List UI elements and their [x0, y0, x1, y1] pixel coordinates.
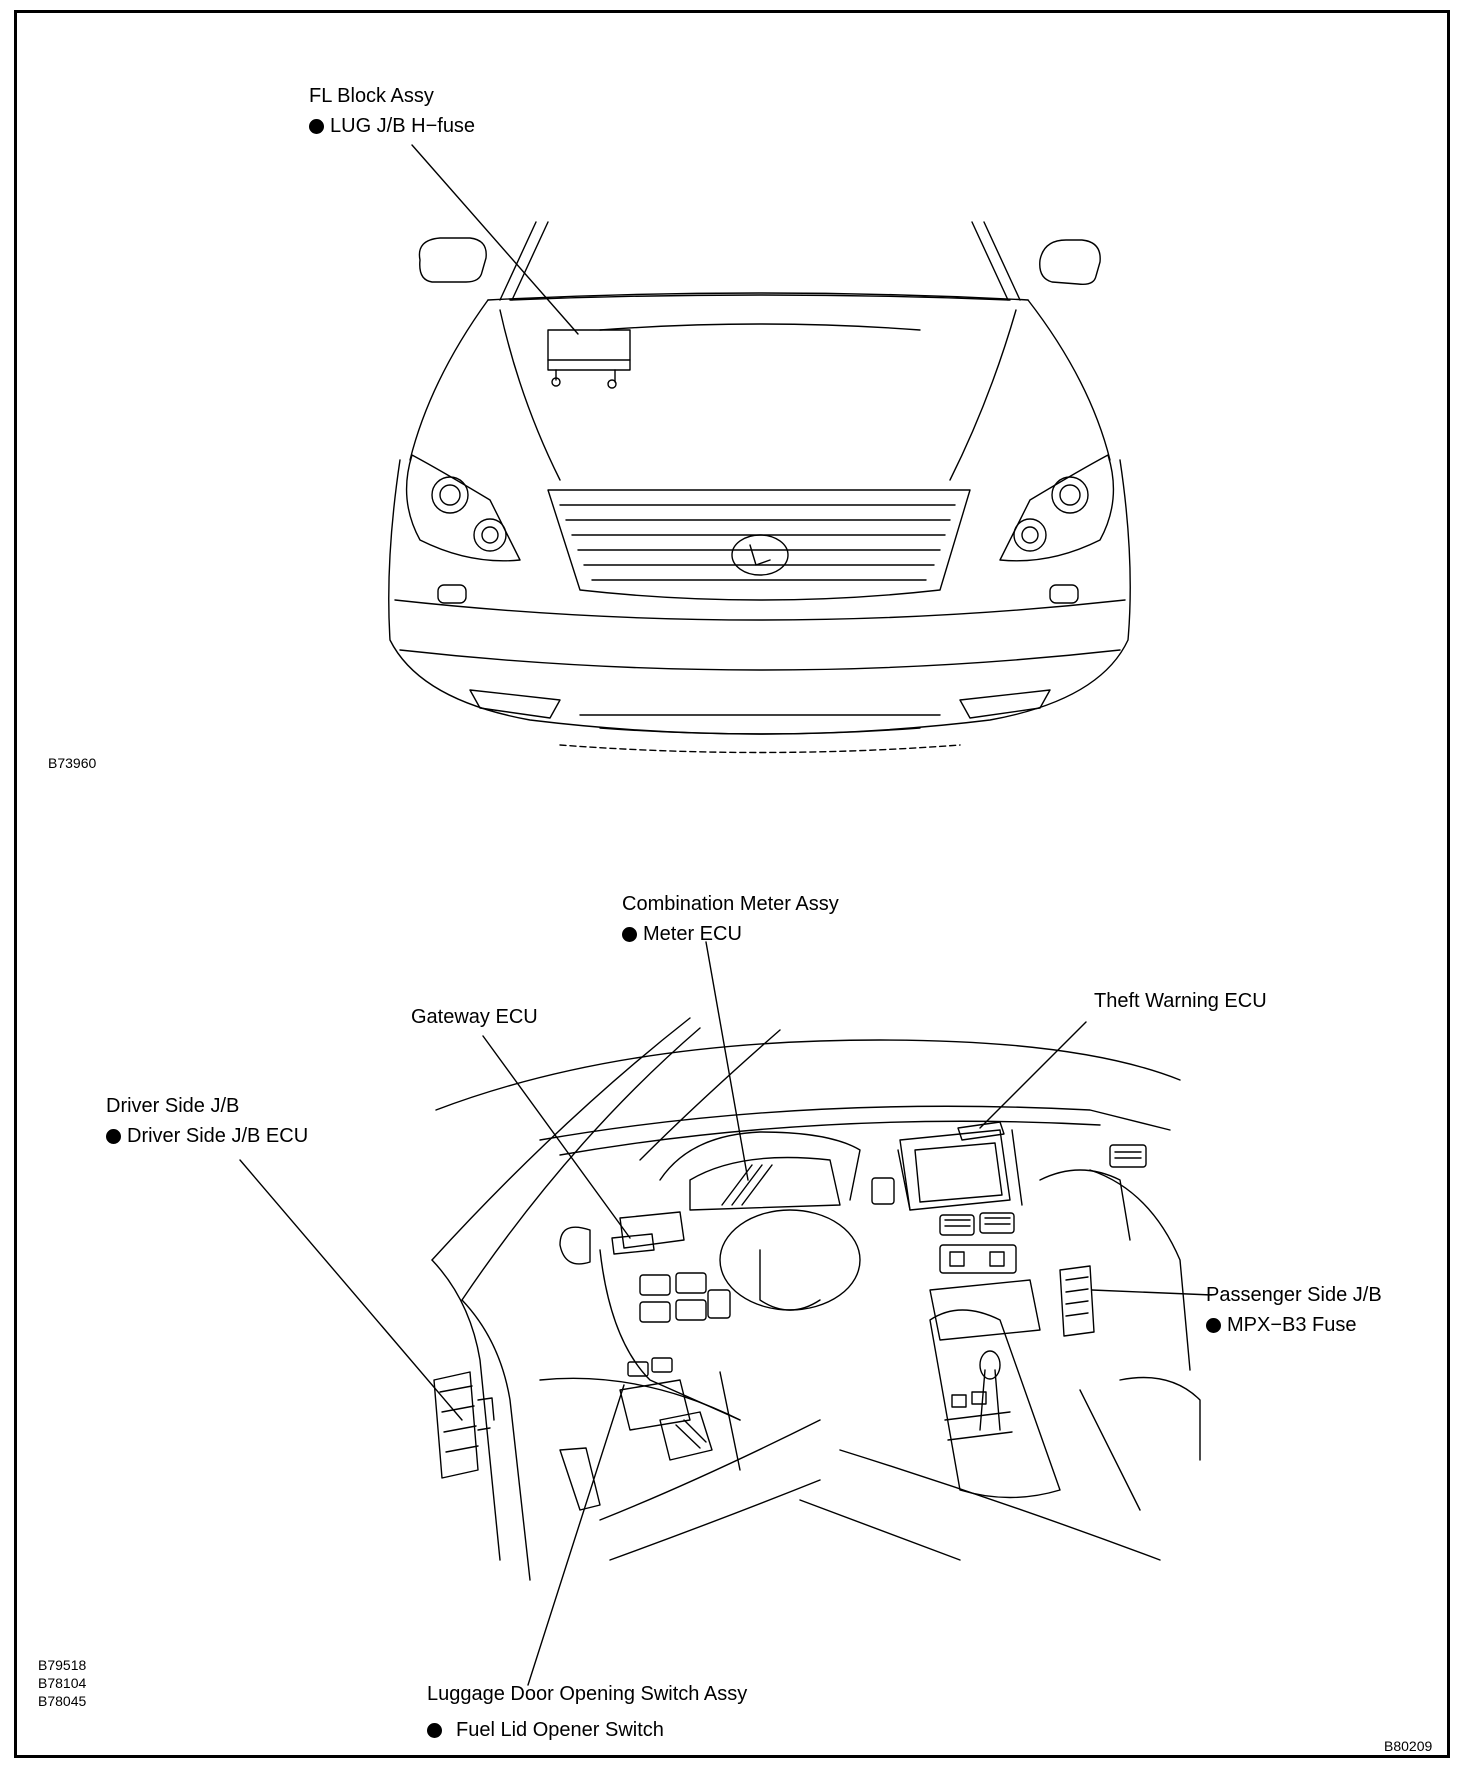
- dashboard-illustration: [431, 1017, 1201, 1581]
- bullet-icon: [1206, 1317, 1221, 1333]
- bullet-icon: [309, 118, 324, 134]
- combination-meter-name: Combination Meter Assy: [622, 893, 839, 915]
- fl-block-name: FL Block Assy: [309, 85, 434, 107]
- bottom-view-codes: B79518 B78104 B78045: [38, 1656, 86, 1710]
- fl-block-leader: [411, 144, 579, 335]
- theft-warning-name: Theft Warning ECU: [1094, 990, 1267, 1012]
- luggage-switch-name: Luggage Door Opening Switch Assy: [427, 1683, 748, 1705]
- combination-meter-label: Combination Meter Assy Meter ECU: [622, 892, 839, 946]
- passenger-jb-label: Passenger Side J/B MPX−B3 Fuse: [1206, 1283, 1382, 1337]
- gateway-ecu-leader: [482, 1035, 631, 1239]
- luggage-switch-label: Luggage Door Opening Switch Assy Fuel Li…: [427, 1682, 747, 1742]
- bullet-icon: [622, 926, 637, 942]
- driver-jb-label: Driver Side J/B Driver Side J/B ECU: [106, 1094, 308, 1148]
- bullet-icon: [106, 1128, 121, 1144]
- passenger-jb-name: Passenger Side J/B: [1206, 1284, 1382, 1306]
- figure-frame: [14, 10, 1450, 1758]
- bottom-code-3: B78045: [38, 1693, 87, 1709]
- driver-jb-leader: [239, 1159, 463, 1421]
- meter-ecu-leader: [705, 941, 749, 1181]
- car-front-illustration: [388, 221, 1131, 754]
- figure-code: B80209: [1384, 1738, 1433, 1754]
- passenger-jb-item: MPX−B3 Fuse: [1227, 1314, 1357, 1336]
- bottom-code-1: B79518: [38, 1657, 87, 1673]
- luggage-switch-item: Fuel Lid Opener Switch: [456, 1719, 664, 1741]
- luggage-switch-leader: [527, 1384, 625, 1686]
- theft-warning-leader: [979, 1021, 1087, 1129]
- bottom-code-2: B78104: [38, 1675, 87, 1691]
- passenger-jb-leader: [1091, 1289, 1213, 1296]
- fl-block-label: FL Block Assy LUG J/B H−fuse: [309, 84, 475, 138]
- top-view-code: B73960: [48, 755, 97, 771]
- combination-meter-item: Meter ECU: [643, 923, 742, 945]
- gateway-ecu-name: Gateway ECU: [411, 1006, 538, 1028]
- fl-block-component: [547, 329, 631, 389]
- theft-warning-label: Theft Warning ECU: [1094, 989, 1267, 1013]
- fl-block-item: LUG J/B H−fuse: [330, 115, 476, 137]
- driver-jb-name: Driver Side J/B: [106, 1095, 240, 1117]
- gateway-ecu-label: Gateway ECU: [411, 1005, 538, 1029]
- bullet-icon: [427, 1722, 442, 1738]
- driver-jb-item: Driver Side J/B ECU: [127, 1125, 309, 1147]
